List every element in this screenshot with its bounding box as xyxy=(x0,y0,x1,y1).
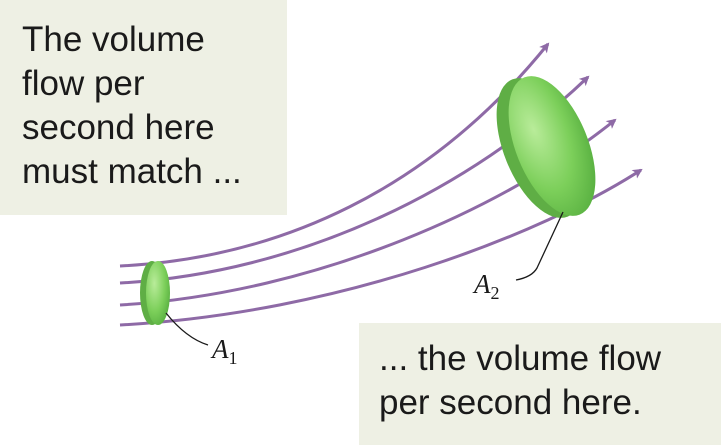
left-caption-line-4: must match ... xyxy=(22,152,242,191)
a1-label: A1 xyxy=(210,334,238,368)
area-a1-disk xyxy=(140,261,170,325)
left-caption-line-2: flow per xyxy=(22,64,145,103)
streamline-4 xyxy=(119,168,643,327)
left-caption-line-1: The volume xyxy=(22,20,205,59)
right-caption-line-1: ... the volume flow xyxy=(379,339,662,378)
right-caption-box: ... the volume flow per second here. xyxy=(359,323,721,445)
a2-leader-line xyxy=(515,211,564,281)
right-caption-line-2: per second here. xyxy=(379,383,642,422)
a2-label: A2 xyxy=(472,269,500,303)
area-a2-disk xyxy=(496,76,596,218)
left-caption-box: The volume flow per second here must mat… xyxy=(0,0,287,215)
left-caption-line-3: second here xyxy=(22,108,215,147)
a1-leader-line xyxy=(165,312,209,346)
streamline-1 xyxy=(119,42,550,268)
